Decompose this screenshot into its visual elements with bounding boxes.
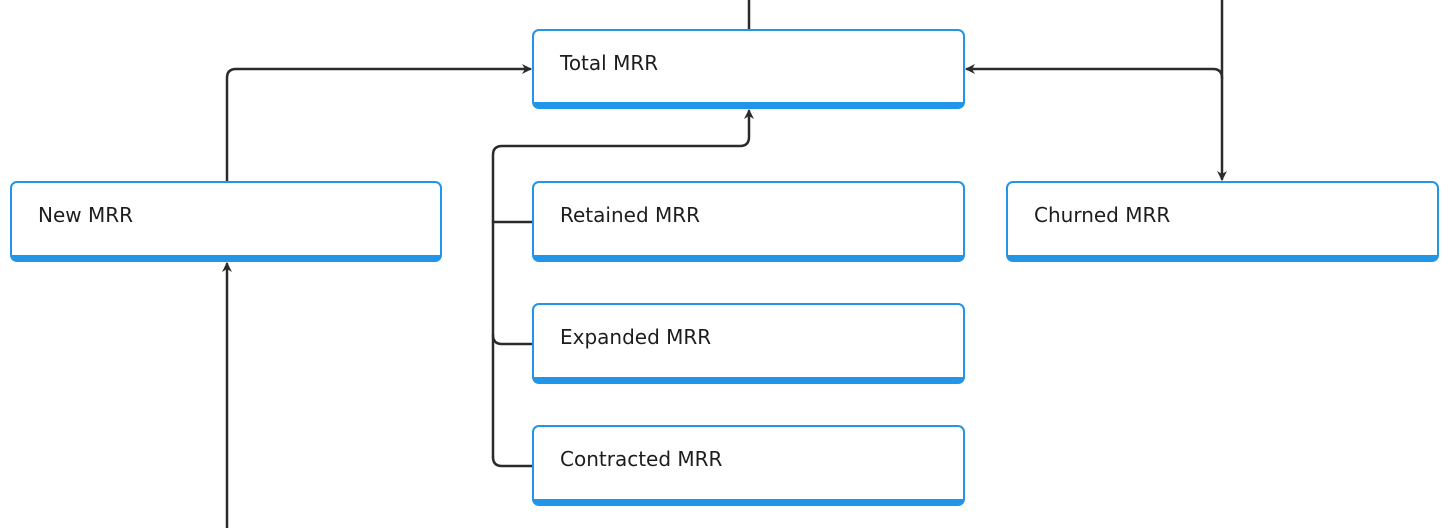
node-retained-mrr[interactable]: Retained MRR (532, 181, 965, 262)
node-contracted-mrr-label: Contracted MRR (560, 447, 723, 471)
node-expanded-mrr-label: Expanded MRR (560, 325, 712, 349)
node-total-mrr-label: Total MRR (560, 51, 659, 75)
node-new-mrr[interactable]: New MRR (10, 181, 442, 262)
node-total-mrr[interactable]: Total MRR (532, 29, 965, 109)
connector-new-to-total (225, 64, 532, 183)
connector-contracted-to-bus (491, 455, 534, 468)
node-retained-mrr-label: Retained MRR (560, 203, 701, 227)
connector-expanded-to-bus (491, 333, 534, 346)
node-churned-mrr[interactable]: Churned MRR (1006, 181, 1439, 262)
node-expanded-mrr[interactable]: Expanded MRR (532, 303, 965, 384)
node-new-mrr-label: New MRR (38, 203, 134, 227)
node-churned-mrr-label: Churned MRR (1034, 203, 1171, 227)
connector-churned-to-total (965, 64, 1224, 80)
connector-bus-to-total (491, 109, 754, 459)
node-contracted-mrr[interactable]: Contracted MRR (532, 425, 965, 506)
